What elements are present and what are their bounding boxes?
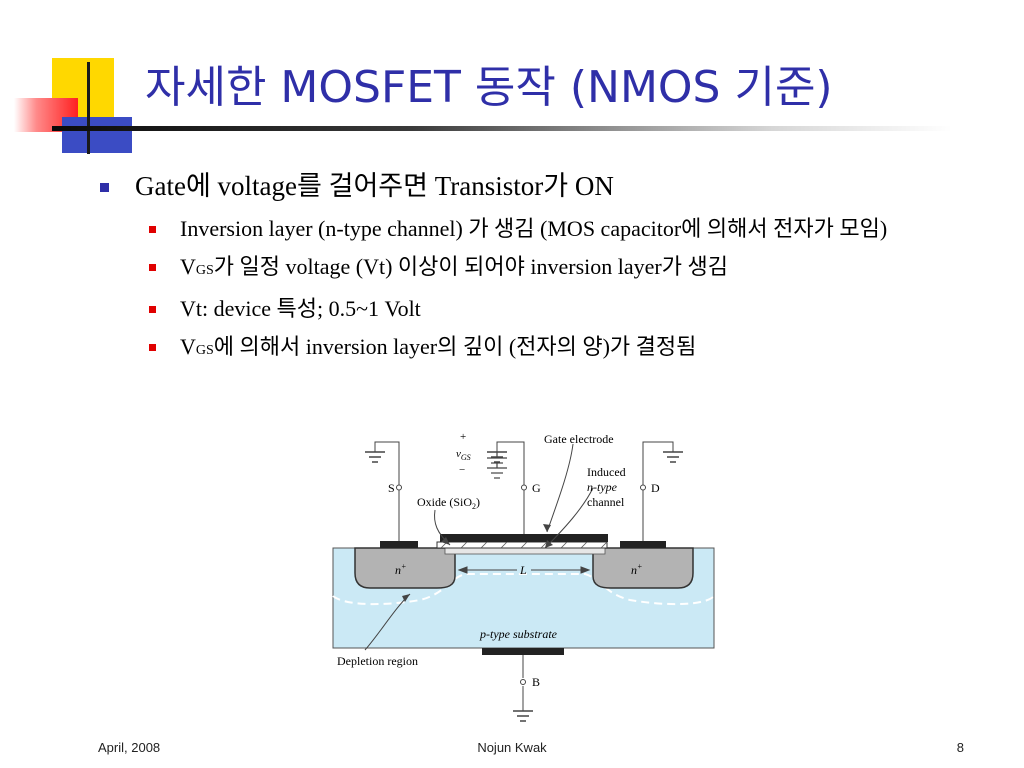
drain-terminal bbox=[640, 484, 646, 491]
square-bullet-icon bbox=[100, 183, 109, 192]
gate-electrode-label: Gate electrode bbox=[544, 432, 614, 446]
bullet-text-subscript: GS bbox=[195, 343, 214, 358]
sub-bullet-item: Vt: device 특성; 0.5~1 Volt bbox=[100, 294, 980, 324]
sub-bullet-item: VGS가 일정 voltage (Vt) 이상이 되어야 inversion l… bbox=[100, 252, 980, 286]
footer-date: April, 2008 bbox=[98, 740, 161, 755]
length-label: L bbox=[519, 563, 527, 577]
source-n-region bbox=[354, 547, 456, 589]
source-contact bbox=[380, 541, 418, 548]
drain-contact bbox=[620, 541, 666, 548]
minus-sign: − bbox=[459, 464, 465, 476]
drain-n-region bbox=[592, 547, 694, 589]
bullet-text: Gate에 voltage를 걸어주면 Transistor가 ON bbox=[135, 171, 614, 201]
channel-label: channel bbox=[587, 495, 625, 509]
slide-title: 자세한 MOSFET 동작 (NMOS 기준) bbox=[145, 62, 833, 113]
substrate-label: p-type substrate bbox=[479, 627, 558, 641]
length-arrow bbox=[457, 566, 591, 574]
gate-terminal bbox=[521, 484, 527, 491]
induced-channel bbox=[444, 547, 606, 555]
footer-page-number: 8 bbox=[956, 740, 964, 755]
source-label: S bbox=[388, 481, 395, 495]
square-bullet-icon bbox=[149, 344, 156, 351]
mosfet-cross-section-svg: + vGS − Gate electrode Induced n-type ch… bbox=[332, 431, 715, 722]
body-contact bbox=[482, 648, 564, 655]
gate-label: G bbox=[532, 481, 541, 495]
source-terminal bbox=[396, 484, 402, 491]
vgs-label: vGS bbox=[456, 448, 471, 462]
title-underline bbox=[52, 126, 952, 131]
drain-label: D bbox=[651, 481, 660, 495]
body-label: B bbox=[532, 675, 540, 689]
depletion-label: Depletion region bbox=[337, 654, 418, 668]
channel-leader bbox=[544, 487, 594, 549]
ground-icon bbox=[663, 451, 683, 463]
deco-blue-block bbox=[62, 117, 132, 153]
source-n-plus-label: n+ bbox=[395, 562, 406, 577]
bullet-text: 가 일정 voltage (Vt) 이상이 되어야 inversion laye… bbox=[213, 254, 728, 279]
square-bullet-icon bbox=[149, 226, 156, 233]
gate-electrode bbox=[440, 534, 608, 542]
bullet-item: Gate에 voltage를 걸어주면 Transistor가 ON bbox=[100, 168, 980, 204]
induced-label: Induced bbox=[587, 465, 626, 479]
oxide-label: Oxide (SiO2) bbox=[417, 495, 480, 511]
n-type-label: n-type bbox=[587, 480, 618, 494]
footer-author: Nojun Kwak bbox=[477, 740, 547, 755]
bullet-text-subscript: GS bbox=[195, 263, 214, 278]
deco-vertical-line bbox=[87, 62, 90, 154]
gate-electrode-leader bbox=[546, 443, 574, 533]
ground-icon bbox=[365, 451, 385, 463]
square-bullet-icon bbox=[149, 306, 156, 313]
plus-sign: + bbox=[460, 431, 466, 443]
sub-bullet-item: VGS에 의해서 inversion layer의 깊이 (전자의 양)가 결정… bbox=[100, 332, 980, 366]
bullet-text-v: V bbox=[180, 254, 196, 279]
ground-icon bbox=[513, 710, 533, 722]
bullet-text-v: V bbox=[180, 334, 196, 359]
mosfet-diagram: + vGS − Gate electrode Induced n-type ch… bbox=[325, 428, 720, 728]
depletion-boundary bbox=[332, 573, 715, 606]
bullet-list: Gate에 voltage를 걸어주면 Transistor가 ON Inver… bbox=[100, 168, 980, 374]
bullet-text: 에 의해서 inversion layer의 깊이 (전자의 양)가 결정됨 bbox=[213, 334, 697, 359]
bullet-text: Vt: device 특성; 0.5~1 Volt bbox=[180, 296, 421, 321]
drain-n-plus-label: n+ bbox=[631, 562, 642, 577]
bullet-text: Inversion layer (n-type channel) 가 생김 (M… bbox=[180, 216, 888, 241]
sub-bullet-item: Inversion layer (n-type channel) 가 생김 (M… bbox=[100, 214, 980, 244]
battery-icon bbox=[487, 452, 507, 479]
square-bullet-icon bbox=[149, 264, 156, 271]
body-terminal bbox=[520, 679, 526, 685]
